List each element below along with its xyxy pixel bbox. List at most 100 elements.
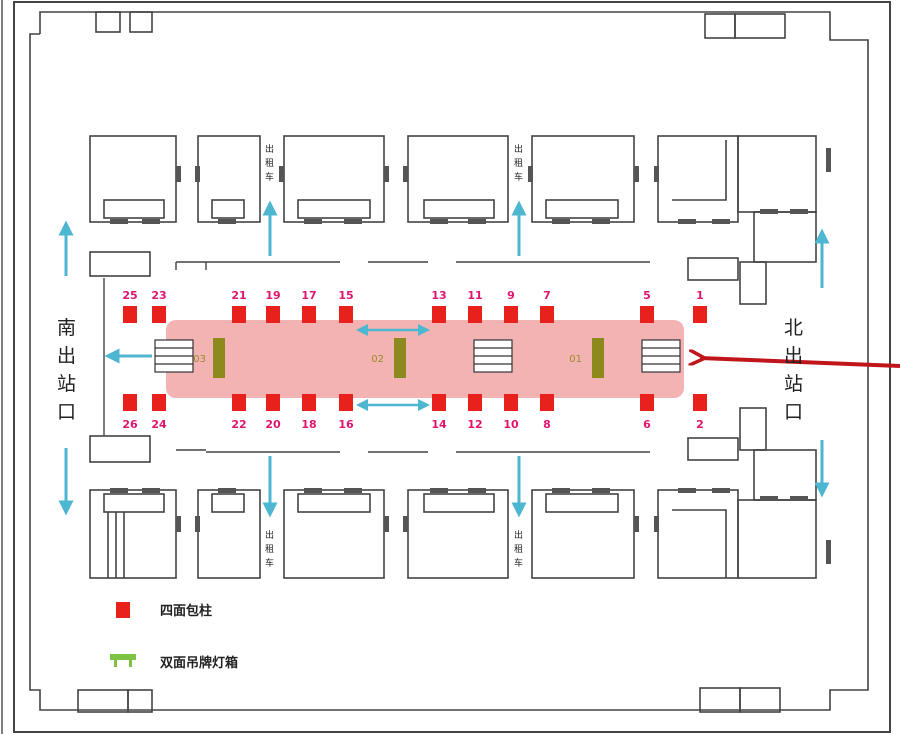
pillar-25: [123, 306, 137, 323]
sign-label-03: 03: [193, 354, 206, 365]
top-door-marks: [110, 148, 831, 224]
sign-label-02: 02: [371, 354, 384, 365]
legend-pillar-swatch: [116, 602, 130, 618]
pillar-label-26: 26: [122, 418, 138, 431]
north-exit-char: 站: [784, 373, 803, 395]
building-outline: [29, 11, 869, 713]
legend-pillar-label: 四面包柱: [160, 603, 212, 619]
north-exit-char: 北: [784, 317, 803, 339]
pillar-2: [693, 394, 707, 411]
pillar-label-17: 17: [301, 289, 316, 302]
taxi-char: 车: [514, 171, 523, 183]
pillar-1: [693, 306, 707, 323]
pillar-14: [432, 394, 446, 411]
pillar-label-12: 12: [467, 418, 482, 431]
taxi-char: 出: [265, 529, 274, 541]
flow-arrows: [58, 200, 830, 518]
bottom-door-marks: [110, 488, 831, 564]
taxi-char: 租: [514, 158, 523, 169]
pillar-15: [339, 306, 353, 323]
pillar-label-16: 16: [338, 418, 354, 431]
bottom-shops: [89, 407, 817, 579]
pillar-label-24: 24: [151, 418, 167, 431]
pillar-22: [232, 394, 246, 411]
sign-box-03: [213, 338, 225, 378]
pillar-label-13: 13: [431, 289, 446, 302]
south-exit-char: 出: [57, 345, 76, 367]
taxi-label-top-right: 出 租 车: [514, 143, 523, 183]
taxi-label-bottom-left: 出 租 车: [265, 529, 274, 569]
pillar-7: [540, 306, 554, 323]
pillar-10: [504, 394, 518, 411]
pillar-label-19: 19: [265, 289, 280, 302]
pillar-12: [468, 394, 482, 411]
pillar-label-21: 21: [231, 289, 246, 302]
pillar-label-2: 2: [696, 418, 704, 431]
pillar-label-15: 15: [338, 289, 353, 302]
pillar-label-10: 10: [503, 418, 519, 431]
pillar-20: [266, 394, 280, 411]
north-exit-char: 出: [784, 345, 803, 367]
pillar-label-22: 22: [231, 418, 246, 431]
south-exit-char: 南: [57, 317, 76, 339]
taxi-char: 车: [265, 171, 274, 183]
pillar-13: [432, 306, 446, 323]
pillar-6: [640, 394, 654, 411]
pillar-label-8: 8: [543, 418, 551, 431]
pillar-label-11: 11: [467, 289, 482, 302]
pillar-5: [640, 306, 654, 323]
pillar-24: [152, 394, 166, 411]
sign-label-01: 01: [569, 354, 582, 365]
sign-boxes: 03 02 01: [193, 338, 604, 378]
escalators: [154, 339, 681, 373]
concourse-highlight: [166, 320, 684, 398]
south-exit-char: 站: [57, 373, 76, 395]
pillar-label-1: 1: [696, 289, 704, 302]
pointer-arrow-icon: [700, 358, 900, 368]
south-exit-char: 口: [57, 401, 76, 423]
pillar-17: [302, 306, 316, 323]
legend: 四面包柱 双面吊牌灯箱: [110, 602, 238, 671]
pillar-label-7: 7: [543, 289, 551, 302]
taxi-char: 租: [265, 158, 274, 169]
pillar-21: [232, 306, 246, 323]
escalator-icon: [154, 339, 194, 373]
pillar-8: [540, 394, 554, 411]
pillar-26: [123, 394, 137, 411]
pillar-18: [302, 394, 316, 411]
pillar-label-5: 5: [643, 289, 651, 302]
pillar-11: [468, 306, 482, 323]
pillar-23: [152, 306, 166, 323]
legend-sign-icon: [110, 654, 136, 667]
taxi-char: 租: [265, 544, 274, 555]
taxi-char: 出: [514, 143, 523, 155]
taxi-label-top-left: 出 租 车: [265, 143, 274, 183]
legend-sign-label: 双面吊牌灯箱: [160, 655, 238, 671]
taxi-char: 车: [514, 557, 523, 569]
pillar-label-18: 18: [301, 418, 316, 431]
taxi-char: 出: [514, 529, 523, 541]
taxi-char: 租: [514, 544, 523, 555]
taxi-char: 出: [265, 143, 274, 155]
escalator-icon: [473, 339, 513, 373]
taxi-char: 车: [265, 557, 274, 569]
pillar-label-20: 20: [265, 418, 281, 431]
corridor-lines: [103, 261, 650, 453]
pillar-label-23: 23: [151, 289, 166, 302]
pillar-label-25: 25: [122, 289, 137, 302]
top-shops: [89, 135, 817, 305]
north-exit-label: 北 出 站 口: [784, 317, 803, 423]
pillar-16: [339, 394, 353, 411]
pillar-9: [504, 306, 518, 323]
escalator-icon: [641, 339, 681, 373]
pillar-label-14: 14: [431, 418, 447, 431]
pillar-19: [266, 306, 280, 323]
pillar-label-6: 6: [643, 418, 651, 431]
sign-box-01: [592, 338, 604, 378]
south-exit-label: 南 出 站 口: [57, 317, 76, 423]
north-exit-char: 口: [784, 401, 803, 423]
sign-box-02: [394, 338, 406, 378]
taxi-label-bottom-right: 出 租 车: [514, 529, 523, 569]
